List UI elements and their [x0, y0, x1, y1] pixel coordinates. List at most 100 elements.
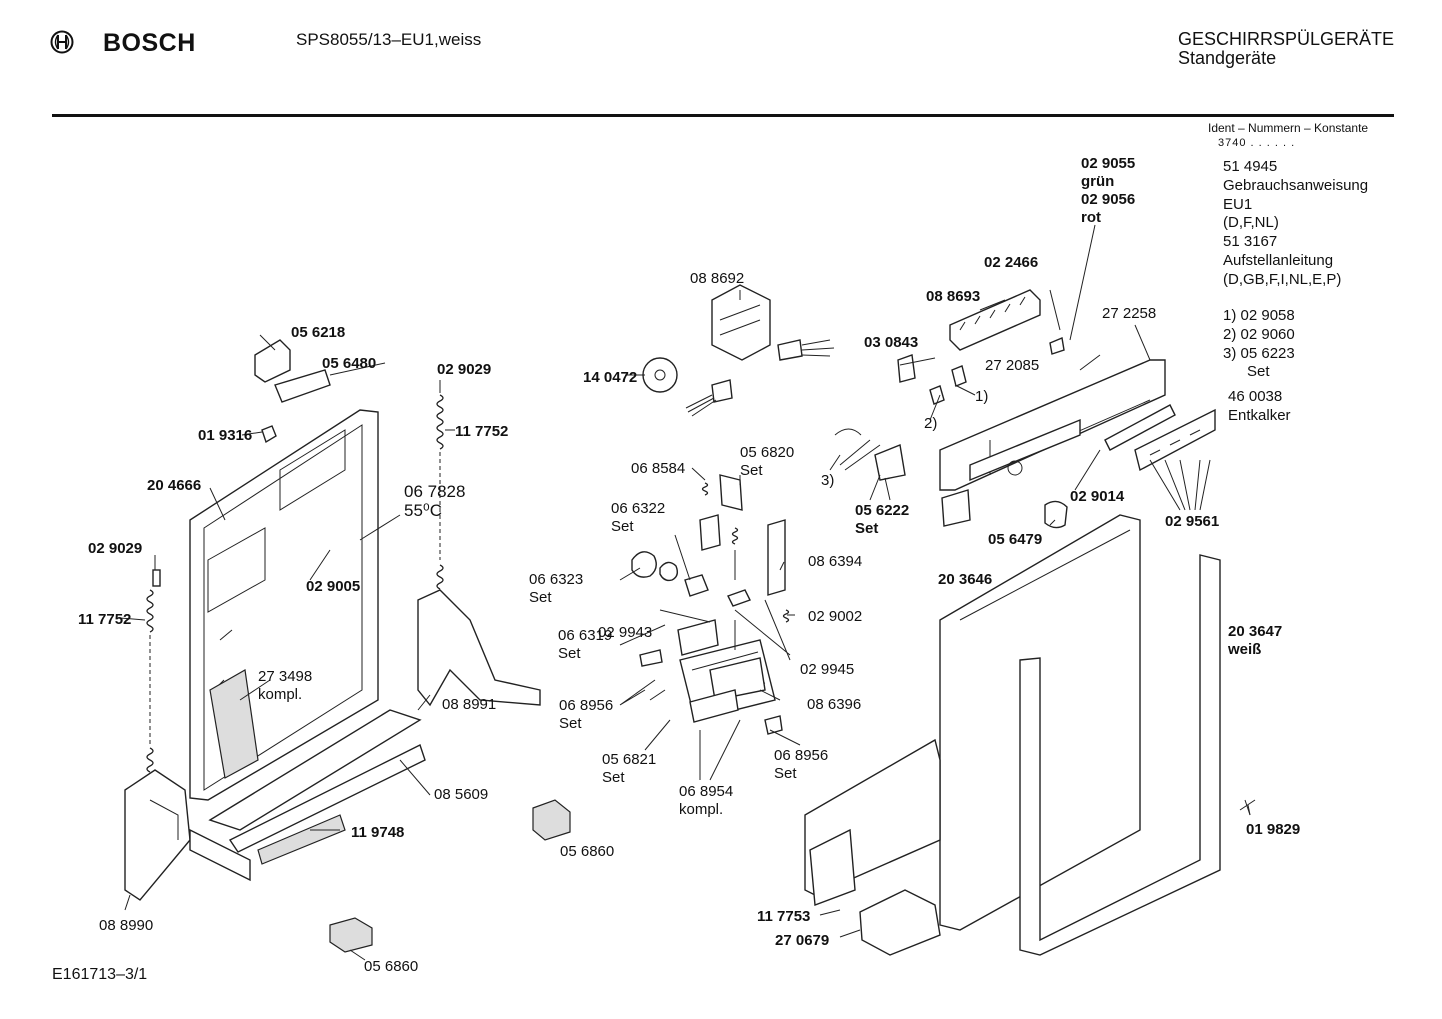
footnote: 2) 02 9060	[1223, 325, 1295, 343]
part-label: 20 3647 weiß	[1228, 623, 1283, 658]
footnote: 1) 02 9058	[1223, 307, 1295, 324]
door-latch-assembly	[677, 619, 776, 723]
part-label: 05 6860	[364, 958, 419, 975]
part-label: 01 9316	[198, 427, 253, 444]
doc-line: 51 4945	[1223, 158, 1278, 175]
side-panel-right	[1019, 554, 1221, 956]
part-label: 3)	[821, 472, 835, 489]
door-hinge-right	[417, 589, 541, 707]
part-label: 27 0679	[775, 932, 830, 949]
spring-small	[731, 527, 739, 545]
part-label: 03 0843	[864, 334, 919, 351]
scale-dial	[834, 428, 862, 436]
plinth-bracket	[859, 889, 941, 956]
model-number: SPS8055/13–EU1,weiss	[296, 30, 482, 49]
part-label: 1)	[975, 388, 989, 405]
part-label: 11 9748	[351, 824, 405, 841]
doc-line: 51 3167	[1223, 233, 1278, 251]
control-panel-fascia	[939, 359, 1166, 527]
category-line-1: GESCHIRRSPÜLGERÄTE	[1178, 29, 1395, 49]
descaler-info: 46 0038 Entkalker	[1228, 388, 1291, 426]
part-label: 01 9829	[1246, 821, 1301, 838]
lock-plate	[727, 589, 751, 607]
springs-center	[436, 394, 444, 590]
descaler-name: Entkalker	[1228, 406, 1291, 424]
plinth-toe-kick	[804, 738, 941, 906]
lamp-holder	[874, 444, 906, 481]
category-line-2: Standgeräte	[1178, 48, 1277, 68]
springs-left	[146, 569, 161, 773]
part-label: 20 3646	[938, 571, 993, 588]
selector-knob	[1044, 500, 1068, 529]
part-label: 02 2466	[984, 254, 1039, 271]
part-label: 02 9055 grün 02 9056 rot	[1081, 155, 1135, 227]
knob-shaft	[684, 574, 709, 597]
part-label: 08 5609	[434, 786, 489, 803]
foot-pad	[329, 917, 373, 953]
part-label: 02 9561	[1165, 513, 1220, 530]
part-label: 02 9014	[1070, 488, 1125, 505]
bosch-logo-icon	[50, 30, 74, 54]
label-text: 02 9055 grün 02 9056 rot	[1081, 155, 1136, 226]
doc-line: Aufstellanleitung	[1223, 251, 1334, 269]
part-label: 08 8990	[99, 917, 154, 934]
ident-constant: 3740 . . . . . .	[1218, 137, 1296, 149]
footnote-list: 1) 02 9058 2) 02 9060 3) 05 6223 Set	[1223, 307, 1295, 382]
part-label: 05 6821 Set	[602, 751, 657, 786]
part-label: 06 8956 Set	[774, 747, 829, 782]
part-label: 08 8693	[926, 288, 981, 305]
lock-lever	[719, 474, 743, 511]
category-title: GESCHIRRSPÜLGERÄTE Standgeräte	[1178, 30, 1394, 68]
doc-line: EU1	[1223, 195, 1253, 213]
part-label: 05 6820 Set	[740, 444, 795, 479]
part-label: 27 2085	[985, 357, 1040, 374]
door-bottom-strip	[208, 709, 426, 865]
brand-name: BOSCH	[103, 29, 196, 57]
switch-bar	[949, 289, 1041, 351]
timer-unit	[642, 284, 835, 417]
part-label: 20 4666	[147, 477, 202, 494]
part-label: 05 6479	[988, 531, 1043, 548]
lock-bracket	[699, 514, 721, 551]
part-label: 06 6323 Set	[529, 571, 584, 606]
part-label: 02 9029	[437, 361, 492, 378]
ident-heading: Ident – Nummern – Konstante	[1208, 121, 1369, 135]
inner-door-panel	[189, 409, 379, 801]
cable-set	[839, 439, 881, 471]
part-label: 05 6222 Set	[855, 502, 910, 537]
part-label: 06 8584	[631, 460, 686, 477]
door-hinge-left	[124, 769, 251, 901]
part-label: 02 9945	[800, 661, 855, 678]
push-buttons-row	[1104, 404, 1216, 472]
part-label: 06 6322 Set	[611, 500, 666, 535]
small-clip	[261, 425, 277, 444]
doc-line: (D,GB,F,I,NL,E,P)	[1223, 270, 1342, 288]
part-label: 05 6218	[291, 324, 346, 341]
part-label: 08 8692	[690, 270, 745, 287]
part-label: 06 6319 Set	[558, 627, 613, 662]
part-label: 02 9002	[808, 608, 863, 625]
part-label: 06 8954 kompl.	[679, 783, 734, 818]
foot-pad	[532, 799, 571, 841]
push-button-pin	[951, 365, 967, 387]
part-label: 11 7752	[78, 611, 132, 628]
part-label: 14 0472	[583, 369, 638, 386]
part-label: 02 9005	[306, 578, 361, 595]
part-label: 08 8991	[442, 696, 497, 713]
screw	[1239, 799, 1256, 816]
drawing-code: E161713–3/1	[52, 966, 148, 983]
part-label: 08 6396	[807, 696, 862, 713]
latch-clip	[764, 715, 783, 735]
part-label: 2)	[924, 415, 938, 432]
part-label: 05 6480	[322, 355, 377, 372]
spring-small	[701, 482, 709, 496]
door-lock-top	[254, 339, 331, 403]
knob-ring	[659, 561, 679, 582]
part-label: 11 7752	[455, 423, 509, 440]
push-button-pin	[929, 385, 945, 405]
part-label: 06 7828 55⁰C	[404, 482, 466, 520]
part-label: 02 9029	[88, 540, 143, 557]
part-label: 27 3498 kompl.	[258, 668, 313, 703]
footnote: 3) 05 6223	[1223, 344, 1295, 362]
